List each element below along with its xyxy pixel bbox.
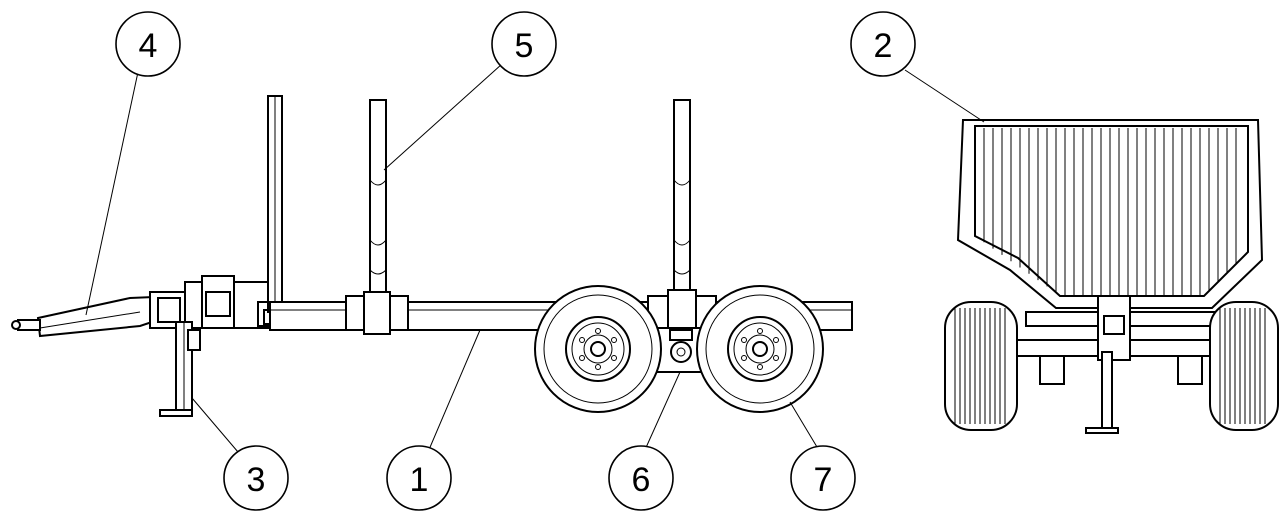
cargo-bunk (956, 119, 1264, 309)
leader-4 (85, 71, 139, 316)
rear-view (944, 119, 1279, 434)
leader-3 (191, 397, 239, 453)
rear-stake (647, 99, 717, 337)
rear-right-tyre (1209, 301, 1279, 431)
callout-6-label: 6 (632, 461, 651, 499)
rear-axle (1015, 295, 1227, 434)
leader-6 (643, 371, 681, 453)
leader-7 (789, 401, 821, 453)
middle-stake (345, 99, 409, 335)
callout-3: 3 (223, 445, 289, 511)
right-tyre-tread (1219, 308, 1266, 424)
leader-2 (904, 69, 985, 123)
callout-4-label: 4 (139, 27, 158, 65)
support-leg (159, 321, 201, 417)
rear-wheel (696, 285, 824, 413)
callout-5-label: 5 (515, 27, 534, 65)
callout-5: 5 (491, 11, 557, 77)
callout-6: 6 (608, 445, 674, 511)
side-view (11, 95, 853, 417)
callout-1: 1 (386, 445, 452, 511)
drawbar (11, 291, 191, 338)
callout-7: 7 (790, 445, 856, 511)
callout-2: 2 (850, 11, 916, 77)
front-wheel (534, 285, 662, 413)
left-tyre-tread (954, 308, 1006, 424)
callout-7-label: 7 (814, 461, 833, 499)
callout-3-label: 3 (247, 461, 266, 499)
callout-1-label: 1 (410, 461, 429, 499)
callout-4: 4 (115, 11, 181, 77)
leader-lines (85, 63, 985, 453)
leader-5 (383, 63, 503, 171)
bunk-slats (983, 128, 1237, 296)
leader-1 (427, 329, 481, 453)
rear-left-tyre (944, 301, 1018, 431)
front-stake (267, 95, 283, 313)
callout-2-label: 2 (874, 27, 893, 65)
